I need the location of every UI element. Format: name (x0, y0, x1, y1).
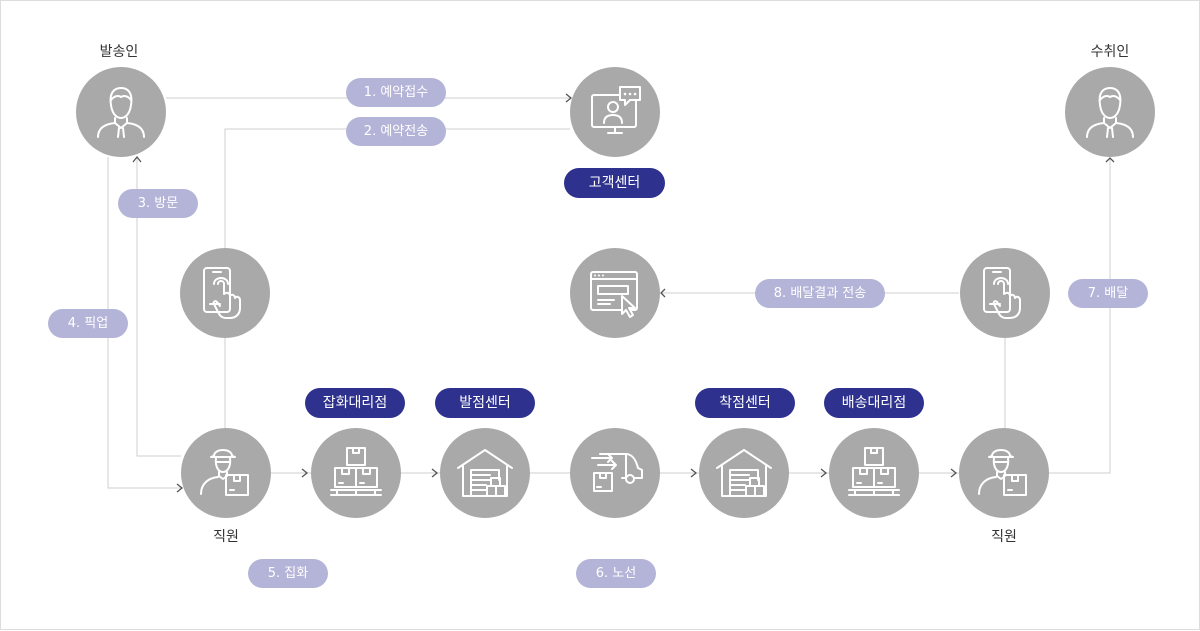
arrowheads (132, 93, 1115, 493)
staff-right-node (959, 428, 1049, 518)
step-7-delivery: 7. 배달 (1068, 279, 1148, 308)
stacked-boxes-icon (330, 447, 382, 496)
courier-box-icon (200, 449, 249, 496)
sender-node (76, 67, 166, 157)
step-4-pickup: 4. 픽업 (48, 309, 128, 338)
monitor-chat-icon (591, 86, 641, 134)
courier-box-icon (978, 449, 1027, 496)
receiver-label: 수취인 (1090, 44, 1130, 60)
warehouse-icon (716, 449, 772, 497)
step-1-reservation: 1. 예약접수 (346, 78, 446, 107)
destination-center-node (699, 428, 789, 518)
staff-left-label: 직원 (213, 529, 239, 545)
customer-center-node (570, 67, 660, 157)
web-result-node (570, 248, 660, 338)
smartphone-touch-icon (203, 267, 241, 319)
delivery-agency-node (829, 428, 919, 518)
origin-center-node (440, 428, 530, 518)
connector-delivery (1049, 158, 1111, 474)
step-8-result-send: 8. 배달결과 전송 (755, 279, 885, 308)
connector-pickup (107, 157, 181, 489)
route-truck-node (570, 428, 660, 518)
person-icon (97, 87, 145, 138)
person-icon (1086, 87, 1134, 138)
warehouse-icon (457, 449, 513, 497)
collect-agency-tag: 잡화대리점 (305, 388, 405, 418)
staff-right-label: 직원 (991, 529, 1017, 545)
connector-visit (136, 157, 181, 457)
delivery-agency-tag: 배송대리점 (824, 388, 924, 418)
step-3-visit: 3. 방문 (118, 189, 198, 218)
step-2-reservation-send: 2. 예약전송 (346, 117, 446, 146)
destination-center-tag: 착점센터 (695, 388, 795, 418)
origin-center-tag: 발점센터 (435, 388, 535, 418)
collect-agency-node (311, 428, 401, 518)
staff-left-node (181, 428, 271, 518)
mobile-left-node (180, 248, 270, 338)
customer-center-tag: 고객센터 (564, 168, 665, 198)
receiver-node (1065, 67, 1155, 157)
sender-label: 발송인 (99, 44, 139, 60)
delivery-truck-icon (591, 453, 643, 492)
stacked-boxes-icon (848, 447, 900, 496)
step-6-route: 6. 노선 (576, 559, 656, 588)
browser-cursor-icon (590, 271, 638, 318)
smartphone-touch-icon (983, 267, 1021, 319)
mobile-right-node (960, 248, 1050, 338)
connector-reservation-send (224, 128, 570, 248)
step-5-collection: 5. 집화 (248, 559, 328, 588)
